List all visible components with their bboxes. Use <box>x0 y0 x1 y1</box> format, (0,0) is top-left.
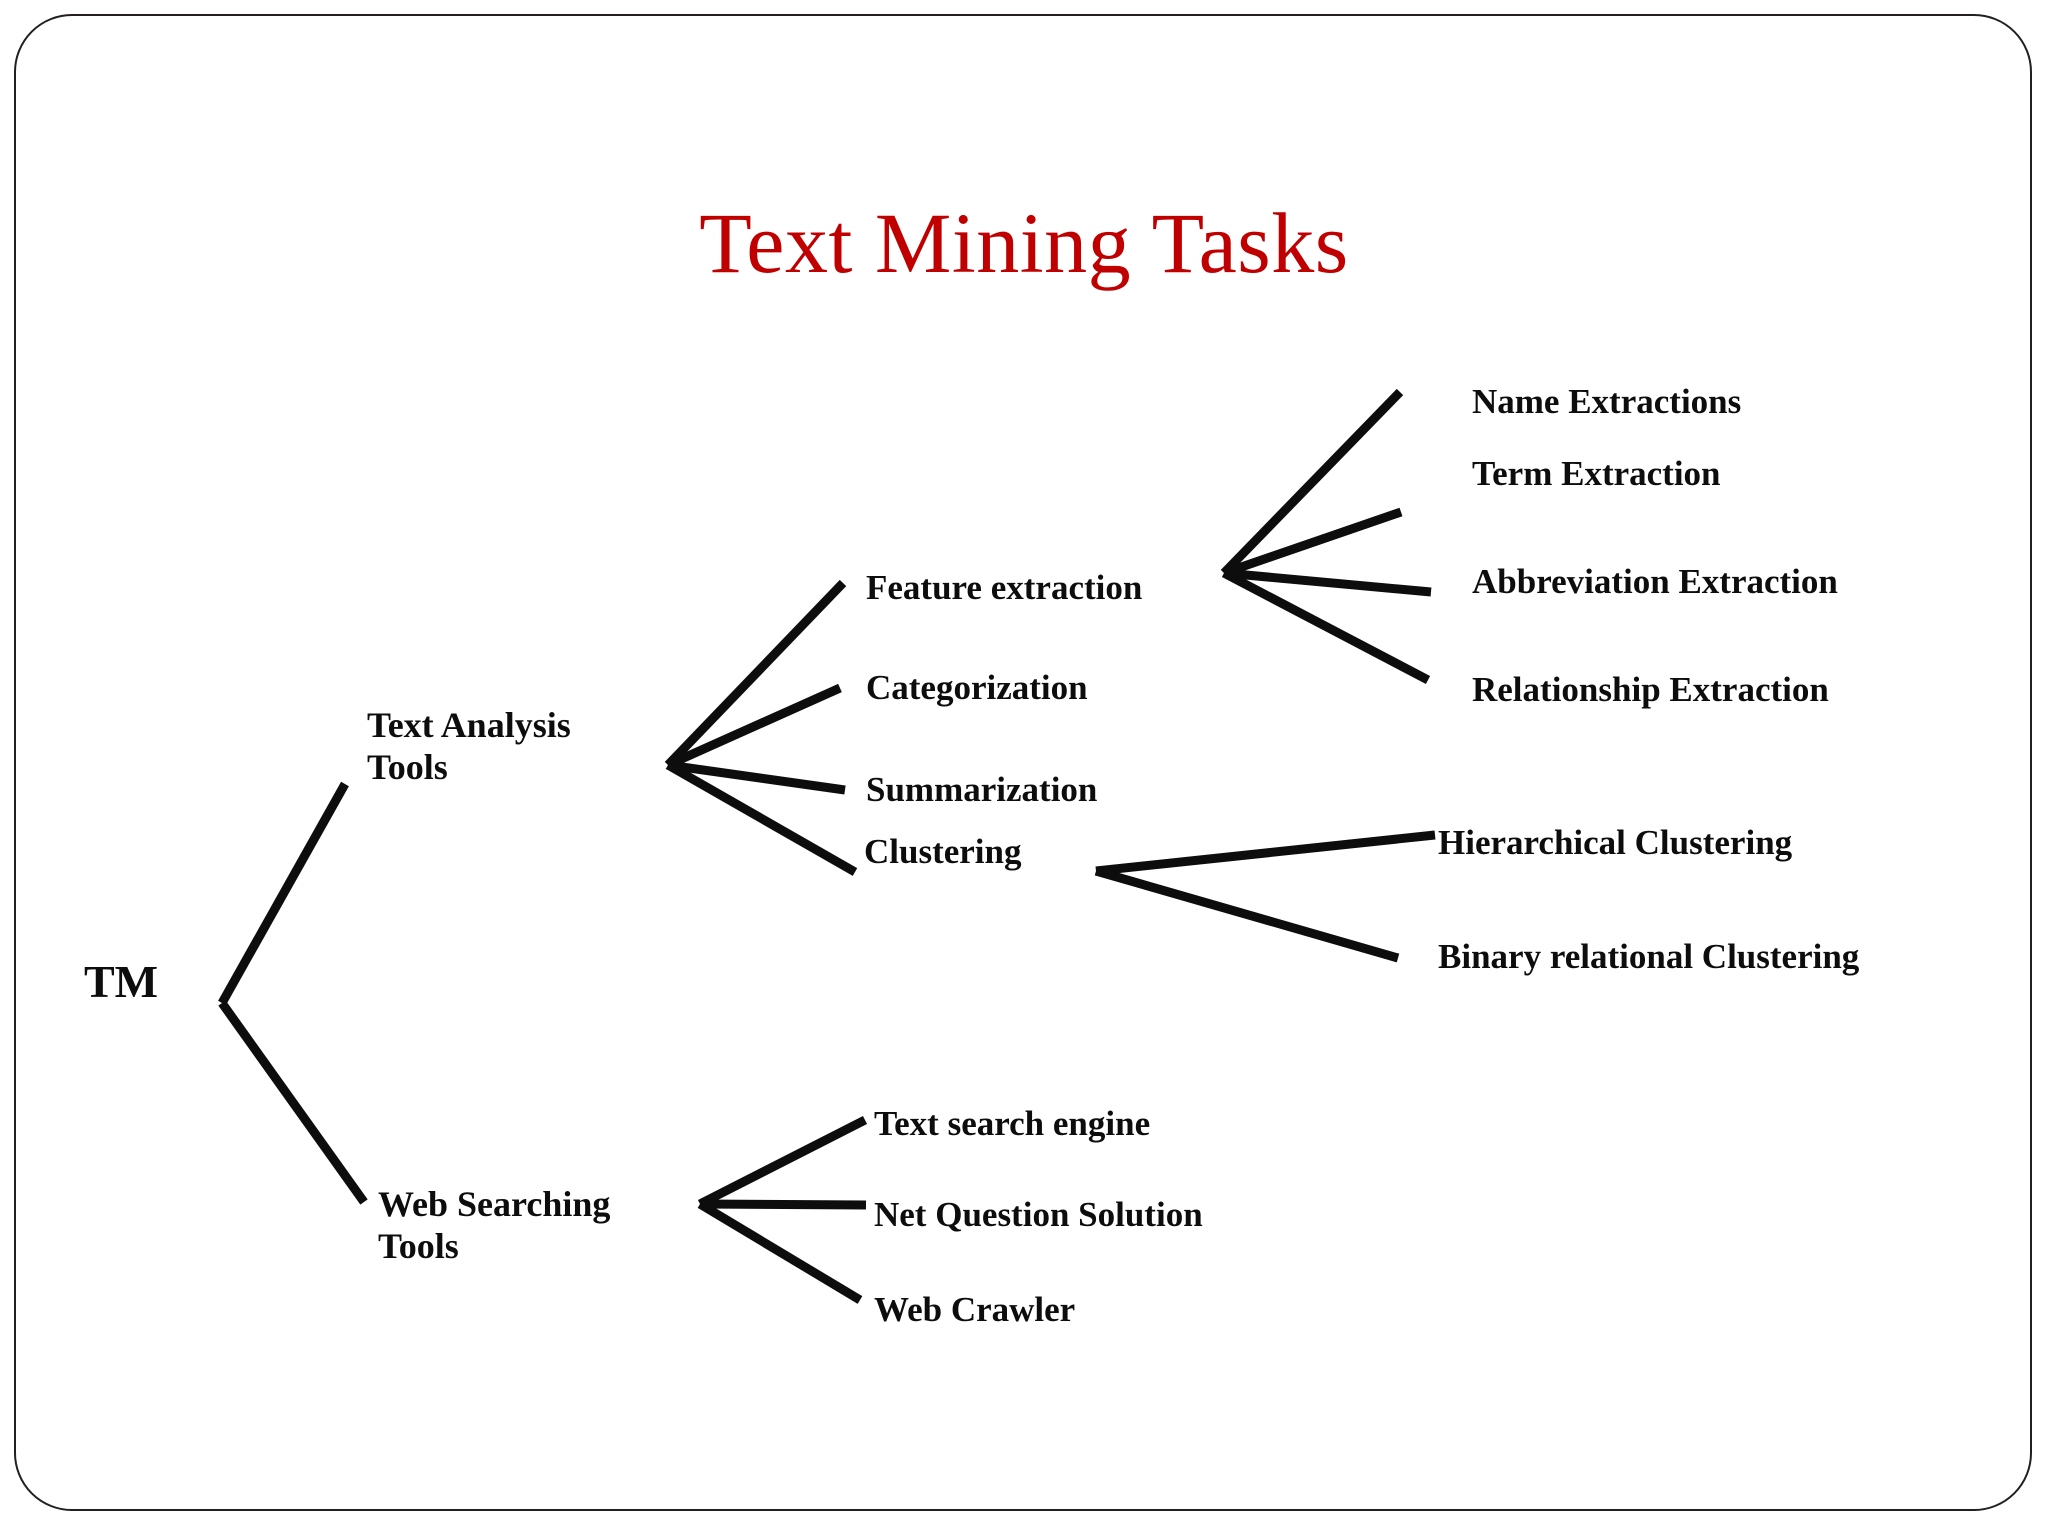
edge-wst-to-text-search-engine <box>697 1115 868 1209</box>
edge-clustering-to-binary-relational <box>1094 866 1400 963</box>
edge-tat-to-categorization <box>666 683 842 770</box>
node-term-extraction: Term Extraction <box>1472 454 1721 493</box>
node-net-question-solution: Net Question Solution <box>874 1195 1203 1234</box>
edge-tat-to-clustering <box>665 761 858 876</box>
edge-tat-to-feature-extraction <box>664 579 847 769</box>
node-text-analysis-tools: Text Analysis Tools <box>367 705 571 787</box>
edge-fe-to-name-extractions <box>1220 388 1404 577</box>
edge-fe-to-term-extraction <box>1222 507 1403 578</box>
edge-wst-to-net-question-solution <box>699 1199 867 1210</box>
edge-fe-to-abbreviation-extraction <box>1223 568 1432 597</box>
node-categorization: Categorization <box>866 668 1088 707</box>
node-binary-relational-clustering: Binary relational Clustering <box>1438 937 1860 976</box>
node-feature-extraction: Feature extraction <box>866 568 1143 607</box>
node-relationship-extraction: Relationship Extraction <box>1472 670 1829 709</box>
page-title: Text Mining Tasks <box>699 194 1349 291</box>
node-web-crawler: Web Crawler <box>874 1290 1076 1329</box>
node-summarization: Summarization <box>866 770 1098 809</box>
node-name-extractions: Name Extractions <box>1472 382 1742 421</box>
edge-fe-to-relationship-extraction <box>1221 569 1431 684</box>
node-hierarchical-clustering: Hierarchical Clustering <box>1438 823 1793 862</box>
node-text-search-engine: Text search engine <box>874 1104 1151 1143</box>
edge-wst-to-web-crawler <box>697 1200 863 1304</box>
edge-clustering-to-hierarchical <box>1095 830 1436 876</box>
edge-tat-to-summarization <box>667 760 846 795</box>
node-web-searching-tools: Web Searching Tools <box>378 1184 611 1266</box>
node-tm-root: TM <box>84 956 159 1007</box>
edge-root-to-text-analysis <box>218 781 349 1006</box>
edge-root-to-web-searching <box>218 1000 368 1205</box>
node-clustering: Clustering <box>864 832 1022 871</box>
node-abbreviation-extraction: Abbreviation Extraction <box>1472 562 1838 601</box>
